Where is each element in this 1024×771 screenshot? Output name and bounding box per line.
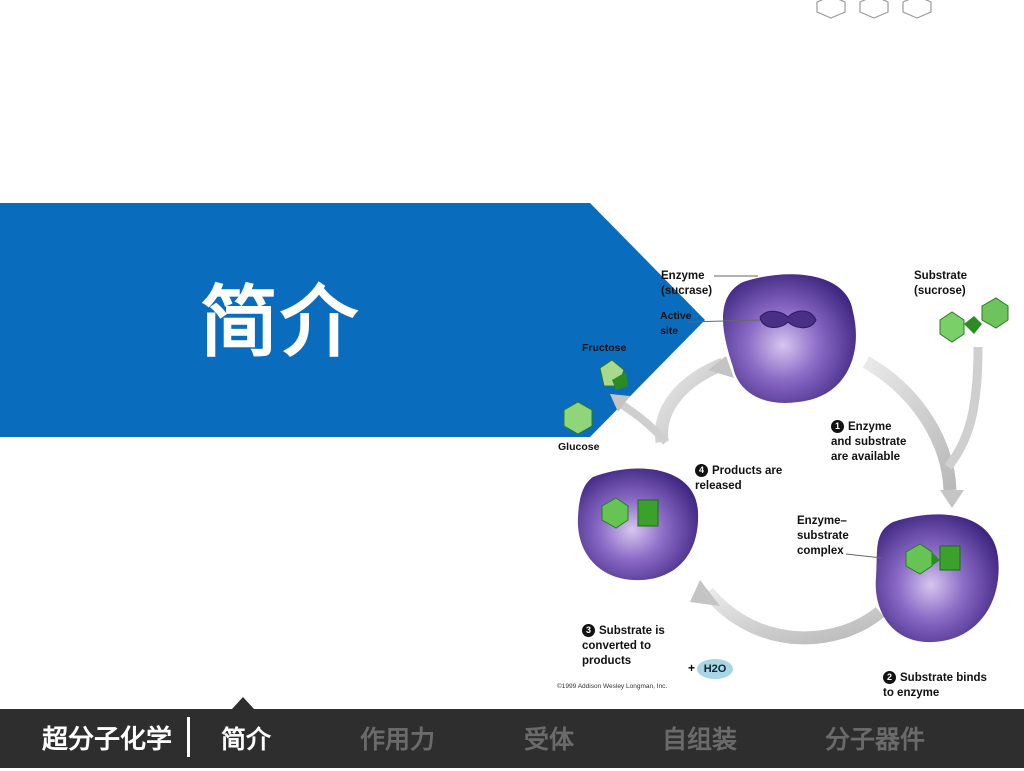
step-number: 1 bbox=[831, 420, 844, 433]
page-title: 简介 bbox=[200, 278, 361, 368]
hexagon-decoration bbox=[816, 0, 932, 19]
substrate-label: Substrate (sucrose) bbox=[914, 270, 968, 297]
bound-substrate bbox=[905, 543, 961, 575]
fructose-label: Fructose bbox=[582, 342, 627, 354]
nav-item-self-assembly[interactable]: 自组装 bbox=[662, 725, 738, 754]
active-site-label: Active site bbox=[660, 310, 692, 337]
step-number: 4 bbox=[695, 464, 708, 477]
nav-item-receptors[interactable]: 受体 bbox=[524, 725, 575, 754]
nav-item-forces[interactable]: 作用力 bbox=[360, 725, 436, 754]
enzyme-label: Enzyme (sucrase) bbox=[661, 270, 713, 297]
active-tab-indicator bbox=[232, 697, 254, 709]
arrowhead-1 bbox=[940, 490, 964, 508]
step-number: 3 bbox=[582, 624, 595, 637]
arrowhead-3 bbox=[690, 580, 720, 606]
complex-label: Enzyme– substrate complex bbox=[797, 515, 849, 557]
arrowhead-4 bbox=[708, 356, 734, 378]
water-molecule: H2O bbox=[697, 659, 733, 679]
arrow-step4 bbox=[655, 357, 726, 443]
plus-sign: + bbox=[688, 661, 696, 675]
arrow-step3 bbox=[703, 587, 885, 645]
bound-products bbox=[601, 497, 659, 529]
bottom-nav-bar bbox=[0, 709, 1024, 768]
glucose-molecule bbox=[563, 401, 593, 435]
enzyme-shape bbox=[723, 274, 856, 403]
nav-brand[interactable]: 超分子化学 bbox=[42, 725, 173, 755]
nav-divider bbox=[187, 717, 190, 757]
glucose-label: Glucose bbox=[558, 441, 600, 453]
enzyme-substrate-complex-shape bbox=[875, 514, 999, 643]
nav-item-molecular-devices[interactable]: 分子器件 bbox=[825, 725, 926, 754]
copyright-notice: ©1999 Addison Wesley Longman, Inc. bbox=[557, 683, 668, 690]
sucrose-molecule bbox=[939, 297, 1009, 343]
arrow-step1 bbox=[862, 356, 957, 491]
step-number: 2 bbox=[883, 671, 896, 684]
nav-item-intro[interactable]: 简介 bbox=[221, 725, 272, 754]
enzyme-cycle-diagram bbox=[563, 274, 1009, 645]
title-banner bbox=[0, 203, 705, 437]
